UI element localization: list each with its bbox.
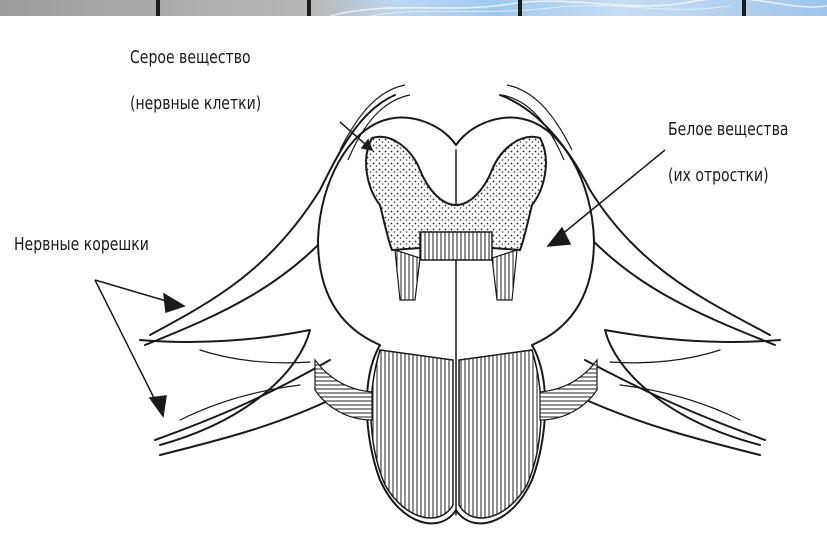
right-nerve-root-upper-2 <box>570 215 775 345</box>
nerve-roots-label: Нервные корешки <box>14 233 149 257</box>
white-matter-label-line1: Белое вещества <box>668 118 788 142</box>
central-commissure <box>420 232 492 260</box>
left-nerve-root-upper-2 <box>145 215 345 345</box>
gray-matter-label-line2: (нервные клетки) <box>130 92 261 116</box>
right-nerve-root-lower-2 <box>575 395 760 455</box>
white-matter-label-line2: (их отростки) <box>668 164 788 188</box>
white-matter-label: Белое вещества (их отростки) <box>668 118 788 188</box>
gray-matter-label: Серое вещество (нервные клетки) <box>130 46 261 116</box>
right-nerve-trunk <box>605 330 780 445</box>
gray-matter-label-line1: Серое вещество <box>130 46 261 70</box>
left-nerve-root-lower <box>155 360 330 440</box>
ventral-column-left <box>371 350 453 518</box>
nerve-roots-label-text: Нервные корешки <box>14 233 149 257</box>
nerve-roots-pointer-lower <box>95 280 160 410</box>
right-nerve-root-lower <box>585 360 765 440</box>
ventral-column-right <box>459 350 541 518</box>
